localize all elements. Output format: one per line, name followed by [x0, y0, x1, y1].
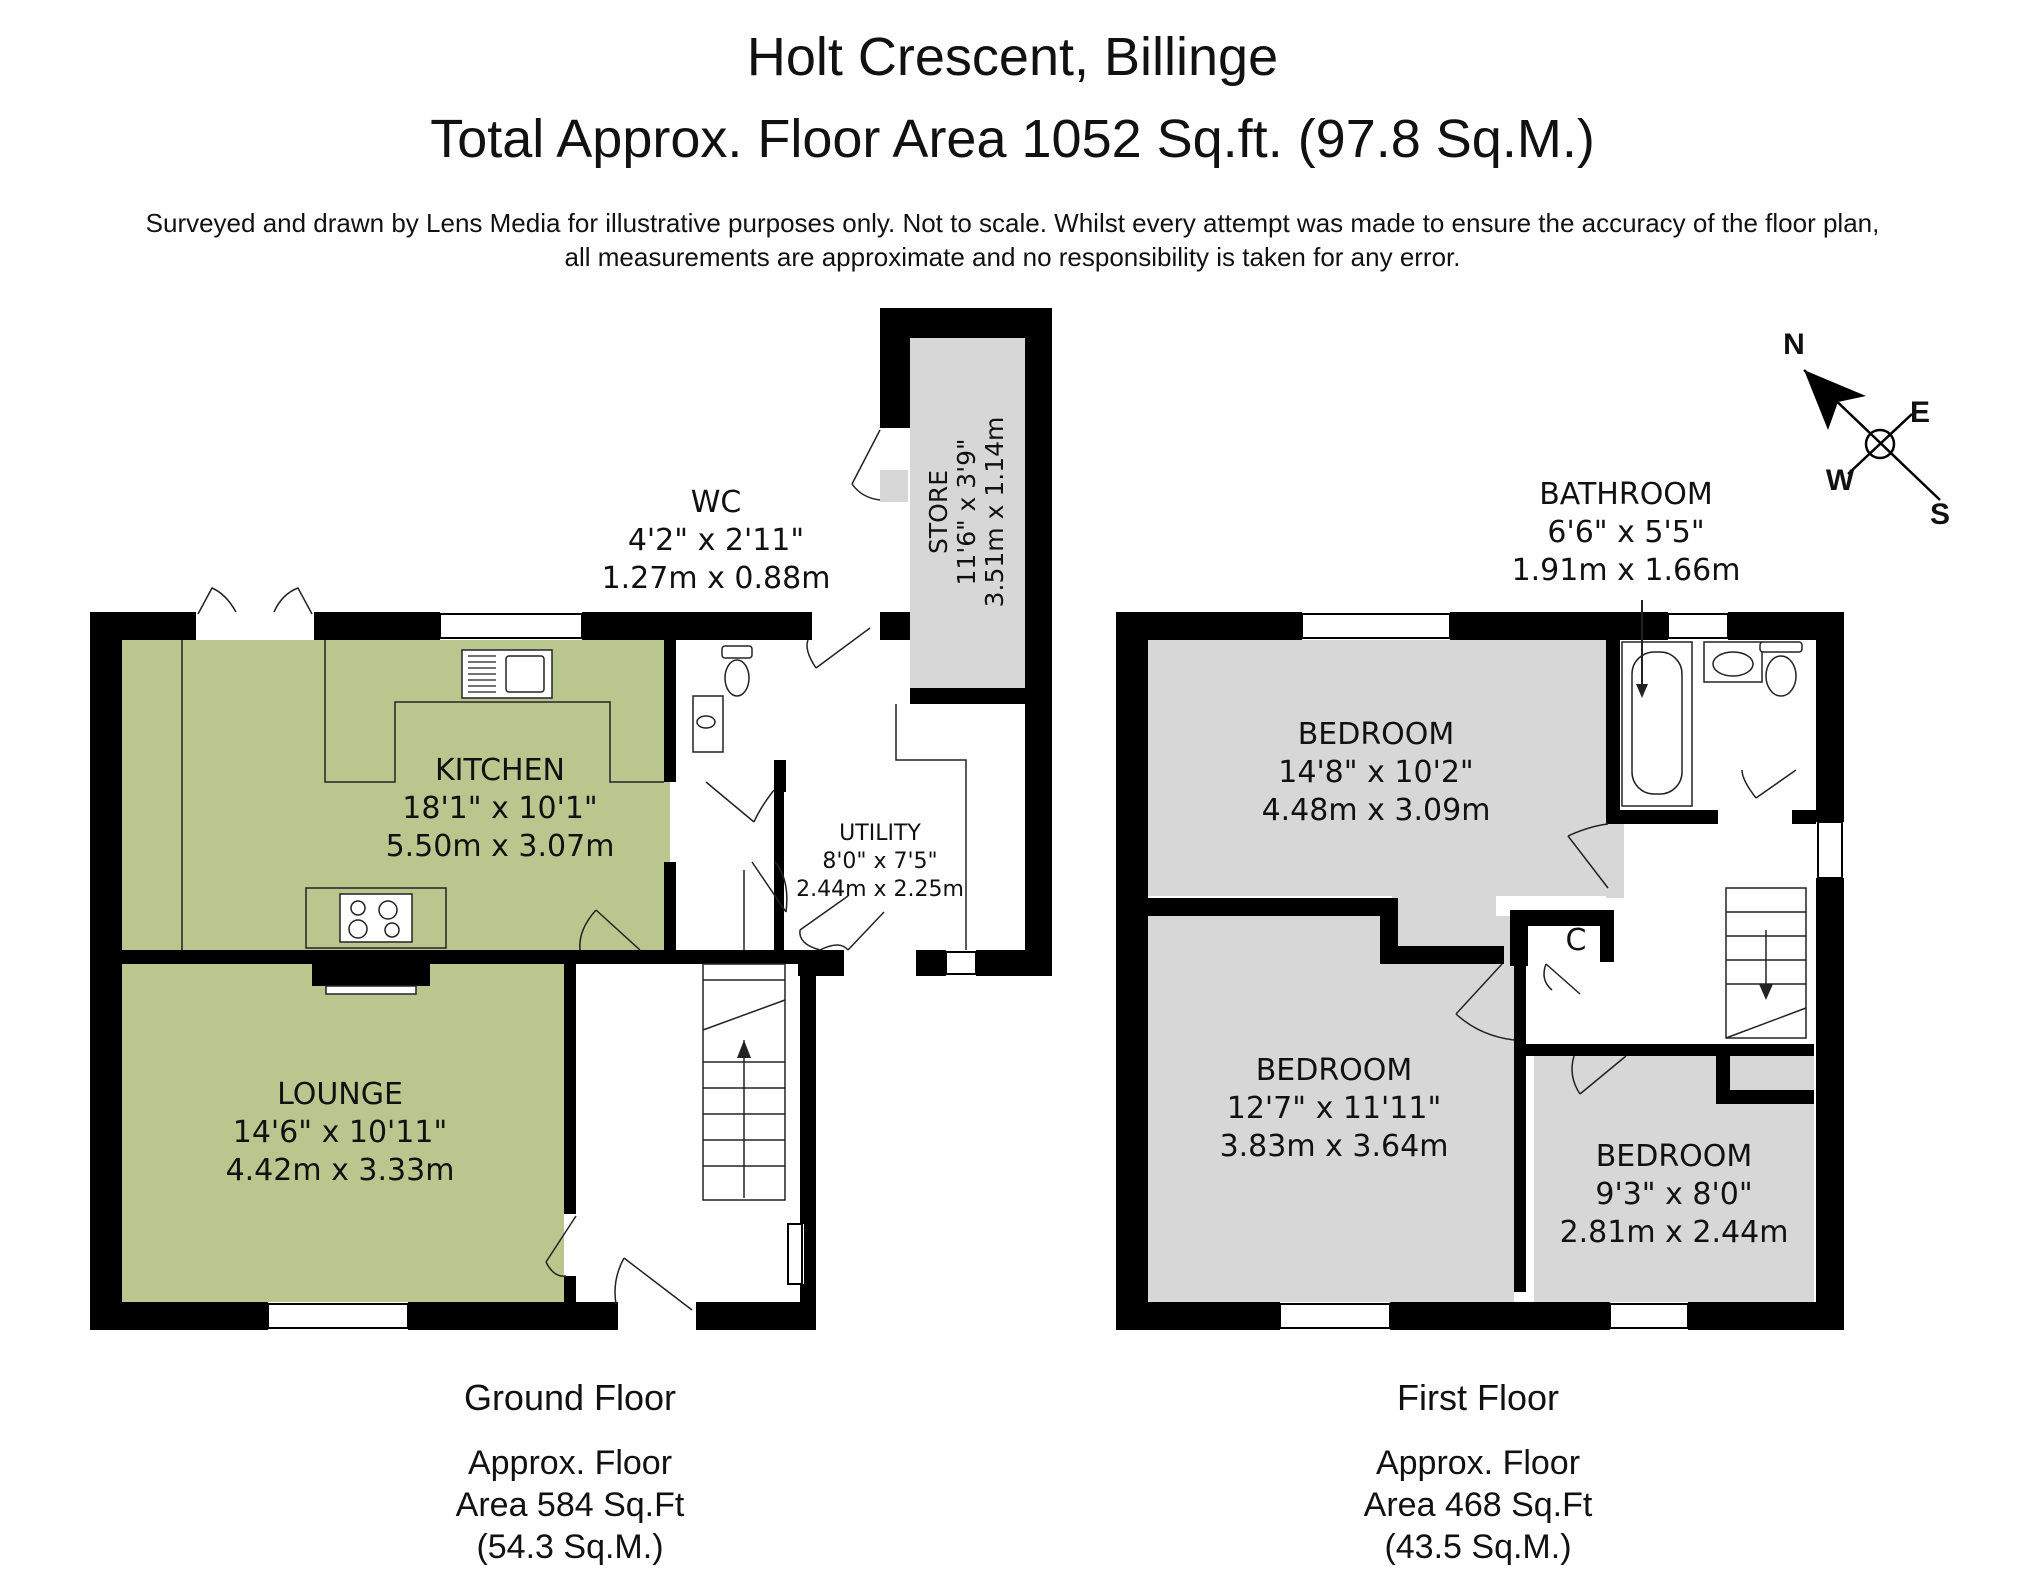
first-floor-walls	[1116, 612, 1844, 1330]
wc-imperial: 4'2" x 2'11"	[628, 523, 804, 558]
store-floor	[910, 338, 1025, 688]
stairs-down-arrow-icon	[1759, 984, 1773, 1000]
wc-fittings	[692, 645, 753, 753]
bedroom-2-floor	[1148, 916, 1514, 1302]
bedroom-3-imperial: 9'3" x 8'0"	[1595, 1177, 1752, 1212]
disclaimer-line-2: all measurements are approximate and no …	[564, 242, 1461, 272]
compass-west: W	[1826, 464, 1855, 497]
compass-north: N	[1783, 328, 1805, 361]
first-floor-caption: First Floor Approx. Floor Area 468 Sq.Ft…	[1364, 1377, 1593, 1566]
hob-icon	[339, 893, 413, 943]
store-label: STORE 11'6" x 3'9" 3.51m x 1.14m	[924, 417, 1009, 608]
bathroom-metric: 1.91m x 1.66m	[1512, 553, 1741, 588]
compass-south: S	[1930, 498, 1950, 531]
bedroom-1-imperial: 14'8" x 10'2"	[1278, 755, 1473, 790]
plan-title: Holt Crescent, Billinge	[746, 27, 1279, 87]
ground-floor-plan: KITCHEN 18'1" x 10'1" 5.50m x 3.07m LOUN…	[90, 308, 1052, 1330]
wc-name: WC	[691, 485, 742, 520]
first-floor-title: First Floor	[1397, 1377, 1559, 1418]
first-floor-area-line-3: (43.5 Sq.M.)	[1384, 1528, 1571, 1566]
store-imperial: 11'6" x 3'9"	[952, 439, 981, 586]
first-floor-plan: BEDROOM 14'8" x 10'2" 4.48m x 3.09m BEDR…	[1116, 477, 1844, 1330]
compass-icon: N E W S	[1783, 328, 1950, 531]
ground-floor-area-line-1: Approx. Floor	[468, 1444, 672, 1482]
ground-floor-windows	[267, 613, 977, 1329]
wc-label: WC 4'2" x 2'11" 1.27m x 0.88m	[602, 485, 831, 596]
store-metric: 3.51m x 1.14m	[980, 417, 1009, 608]
store-name: STORE	[924, 470, 953, 554]
utility-imperial: 8'0" x 7'5"	[822, 849, 937, 874]
lounge-label: LOUNGE 14'6" x 10'11" 4.42m x 3.33m	[226, 1077, 455, 1188]
ground-floor-area-line-2: Area 584 Sq.Ft	[456, 1486, 685, 1524]
plan-total-area: Total Approx. Floor Area 1052 Sq.ft. (97…	[430, 109, 1595, 169]
first-floor-doors	[1455, 769, 1797, 1095]
disclaimer-line-1: Surveyed and drawn by Lens Media for ill…	[145, 208, 1880, 238]
ground-floor-walls	[90, 308, 1052, 1330]
bedroom-3-name: BEDROOM	[1596, 1139, 1753, 1174]
first-floor-windows	[1279, 613, 1843, 1329]
utility-worktop	[895, 704, 967, 950]
bedroom-3-metric: 2.81m x 2.44m	[1560, 1215, 1789, 1250]
stairs-up-arrow-icon	[737, 1040, 751, 1058]
kitchen-label: KITCHEN 18'1" x 10'1" 5.50m x 3.07m	[386, 753, 615, 864]
compass-east: E	[1910, 396, 1930, 429]
bedroom-2-label: BEDROOM 12'7" x 11'11" 3.83m x 3.64m	[1220, 1053, 1449, 1164]
utility-name: UTILITY	[839, 821, 921, 846]
lounge-imperial: 14'6" x 10'11"	[233, 1115, 448, 1150]
bathroom-name: BATHROOM	[1539, 477, 1713, 512]
ground-floor-title: Ground Floor	[464, 1377, 676, 1418]
kitchen-units	[181, 640, 664, 950]
kitchen-imperial: 18'1" x 10'1"	[402, 791, 597, 826]
lounge-name: LOUNGE	[277, 1077, 403, 1112]
ground-floor-stairs	[702, 963, 786, 1201]
bedroom-1-name: BEDROOM	[1298, 717, 1455, 752]
first-floor-area-line-2: Area 468 Sq.Ft	[1364, 1486, 1593, 1524]
bedroom-3-label: BEDROOM 9'3" x 8'0" 2.81m x 2.44m	[1560, 1139, 1789, 1250]
store-door-threshold	[880, 470, 908, 502]
bedroom-1-metric: 4.48m x 3.09m	[1262, 793, 1491, 828]
first-floor-stairs	[1725, 887, 1807, 1039]
fireplace-icon	[312, 962, 430, 995]
bedroom-2-metric: 3.83m x 3.64m	[1220, 1129, 1449, 1164]
ground-floor-caption: Ground Floor Approx. Floor Area 584 Sq.F…	[456, 1377, 685, 1566]
bathroom-fittings	[1621, 641, 1803, 807]
ground-floor-area-line-3: (54.3 Sq.M.)	[476, 1528, 663, 1566]
ground-floor-doors	[197, 429, 885, 1311]
cupboard-label: C	[1566, 923, 1587, 958]
bathroom-label: BATHROOM 6'6" x 5'5" 1.91m x 1.66m	[1512, 477, 1741, 588]
kitchen-metric: 5.50m x 3.07m	[386, 829, 615, 864]
bedroom-1-floor	[1148, 640, 1608, 896]
toilet-icon	[1759, 641, 1803, 653]
lounge-metric: 4.42m x 3.33m	[226, 1153, 455, 1188]
first-floor-area-line-1: Approx. Floor	[1376, 1444, 1580, 1482]
kitchen-sink-icon	[461, 649, 553, 699]
bedroom-2-imperial: 12'7" x 11'11"	[1227, 1091, 1442, 1126]
bathroom-imperial: 6'6" x 5'5"	[1547, 515, 1704, 550]
kitchen-name: KITCHEN	[435, 753, 565, 788]
lounge-floor	[122, 962, 564, 1302]
utility-label: UTILITY 8'0" x 7'5" 2.44m x 2.25m	[796, 821, 964, 902]
wc-metric: 1.27m x 0.88m	[602, 561, 831, 596]
bedroom-2-name: BEDROOM	[1256, 1053, 1413, 1088]
bedroom-1-label: BEDROOM 14'8" x 10'2" 4.48m x 3.09m	[1262, 717, 1491, 828]
toilet-icon	[721, 645, 753, 659]
utility-metric: 2.44m x 2.25m	[796, 877, 964, 902]
